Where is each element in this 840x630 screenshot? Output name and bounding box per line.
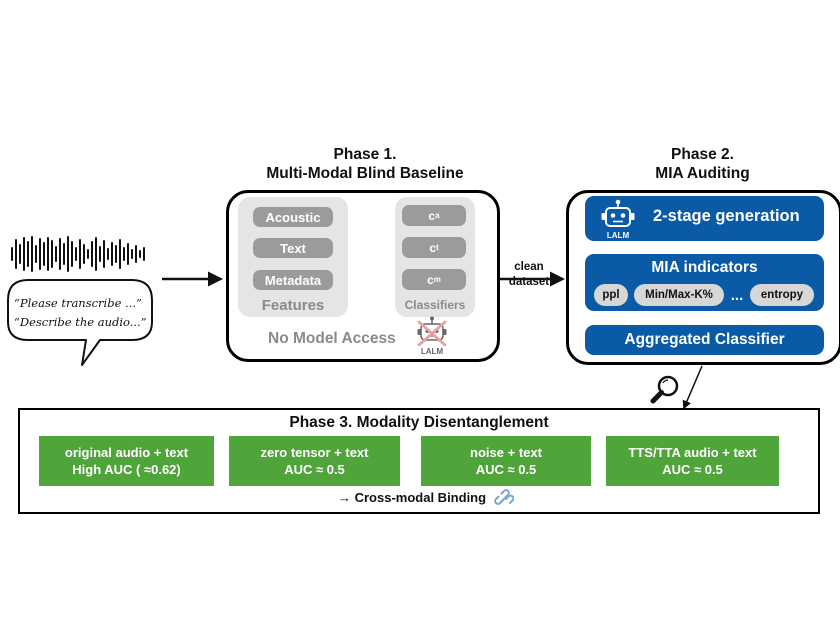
- card-original-audio-line2: High AUC ( ≈0.62): [72, 462, 181, 477]
- card-original-audio-line1: original audio + text: [64, 445, 189, 460]
- prompt-line-2: “Describe the audio...”: [14, 315, 147, 329]
- indicator-minmax: Min/Max-K%: [634, 284, 724, 306]
- phase3-title: Phase 3. Modality Disentanglement: [289, 414, 549, 431]
- waveform-icon: [11, 236, 145, 272]
- indicator-ppl: ppl: [594, 284, 628, 306]
- classifier-t-sub: t: [436, 243, 439, 252]
- classifier-a-sub: a: [435, 211, 440, 220]
- phase1-title: Phase 1. Multi-Modal Blind Baseline: [225, 145, 505, 183]
- classifier-m-base: c: [427, 272, 434, 287]
- card-original-audio: original audio + text High AUC ( ≈0.62): [39, 436, 214, 486]
- phase2-title-line2: MIA Auditing: [655, 165, 750, 182]
- feature-acoustic: Acoustic: [253, 207, 333, 227]
- magnifier-icon: [650, 375, 679, 404]
- phase2-title-line1: Phase 2.: [671, 146, 734, 163]
- phase1-lalm-label: LALM: [420, 346, 444, 356]
- feature-text: Text: [253, 238, 333, 258]
- clean-dataset-label: clean dataset: [504, 260, 554, 290]
- card-noise: noise + text AUC ≈ 0.5: [421, 436, 591, 486]
- robot-icon: [417, 316, 447, 346]
- speech-bubble-icon: [7, 279, 153, 366]
- robot-icon: [601, 199, 635, 227]
- cross-modal-binding: → Cross-modal Binding: [338, 490, 487, 505]
- indicator-entropy: entropy: [750, 284, 814, 306]
- card-noise-line1: noise + text: [470, 445, 542, 460]
- card-zero-tensor: zero tensor + text AUC ≈ 0.5: [229, 436, 400, 486]
- card-tts-tta-line2: AUC ≈ 0.5: [662, 462, 723, 477]
- generation-label: 2-stage generation: [653, 207, 800, 225]
- clean-dataset-line2: dataset: [508, 276, 550, 288]
- phase2-title: Phase 2. MIA Auditing: [565, 145, 840, 183]
- card-noise-line2: AUC ≈ 0.5: [475, 462, 537, 477]
- link-icon: [494, 489, 514, 505]
- card-tts-tta: TTS/TTA audio + text AUC ≈ 0.5: [606, 436, 779, 486]
- classifier-t-base: c: [429, 240, 436, 255]
- prompt-line-1: “Please transcribe ...”: [14, 296, 142, 310]
- card-zero-tensor-line2: AUC ≈ 0.5: [284, 462, 345, 477]
- phase1-title-line2: Multi-Modal Blind Baseline: [266, 165, 464, 182]
- clean-dataset-line1: clean: [514, 261, 544, 273]
- aggregated-classifier: Aggregated Classifier: [585, 325, 824, 355]
- generation-box: [585, 196, 824, 241]
- classifier-m-sub: m: [433, 275, 441, 284]
- no-model-access: No Model Access: [268, 330, 396, 347]
- card-tts-tta-line1: TTS/TTA audio + text: [628, 445, 757, 460]
- classifier-a-base: c: [428, 208, 436, 223]
- phase1-title-line1: Phase 1.: [333, 146, 397, 163]
- classifiers-label: Classifiers: [404, 298, 466, 312]
- features-label: Features: [261, 296, 325, 314]
- indicators-title: MIA indicators: [651, 259, 758, 276]
- feature-metadata: Metadata: [253, 270, 333, 290]
- indicator-ellipsis: ...: [730, 286, 744, 304]
- card-zero-tensor-line1: zero tensor + text: [260, 445, 369, 460]
- phase2-lalm-label: LALM: [606, 230, 630, 240]
